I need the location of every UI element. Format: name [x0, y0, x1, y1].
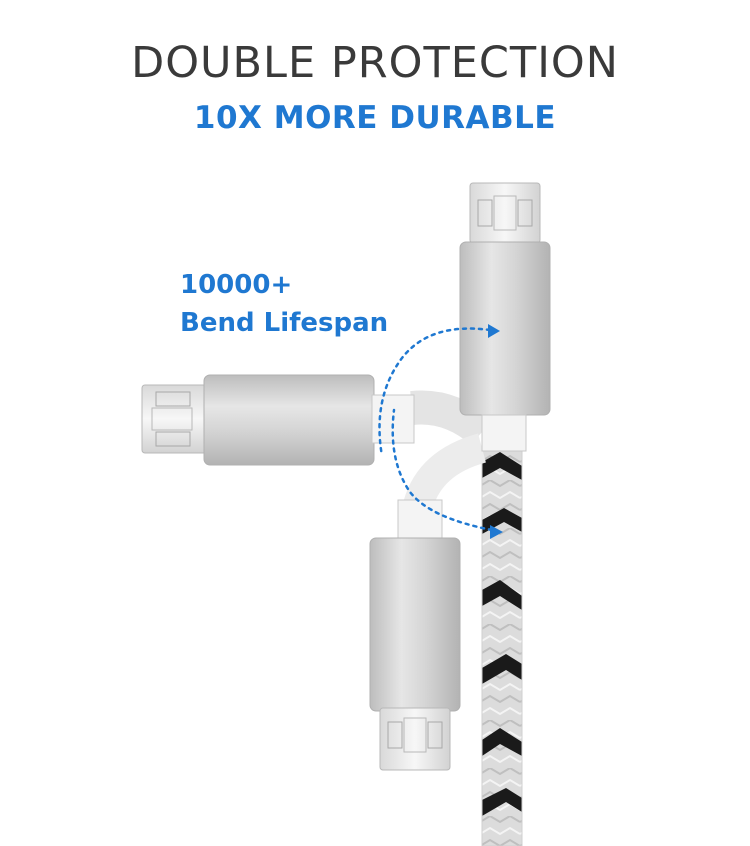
bent-cable-upper: [410, 390, 494, 446]
braided-cable: [481, 447, 523, 846]
bent-cable-lower: [403, 433, 487, 510]
page-title: DOUBLE PROTECTION: [131, 38, 619, 88]
micro-usb-connector-icon: [369, 499, 461, 771]
callout-count: 10000+: [180, 270, 293, 300]
arrow-head-up: [488, 324, 500, 338]
arrow-head-down: [490, 525, 503, 539]
micro-usb-connector-icon: [141, 374, 415, 466]
micro-usb-connector-icon: [459, 182, 551, 452]
bend-arrow-icon: [378, 327, 494, 532]
callout-label: Bend Lifespan: [180, 308, 389, 338]
page-subtitle: 10X MORE DURABLE: [193, 100, 557, 136]
bend-lifespan-callout: 10000+ Bend Lifespan: [180, 266, 388, 342]
